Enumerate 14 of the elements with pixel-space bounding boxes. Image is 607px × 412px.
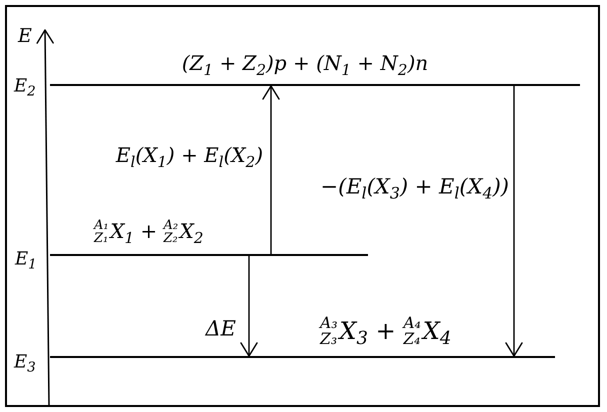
axis-label: E [18,24,32,49]
energy-level-line [50,84,580,86]
level-label: E$_{1}$ [15,248,37,272]
edge-label: ΔE [206,315,236,342]
level-label: E$_{2}$ [14,74,36,100]
arrow [262,85,280,254]
arrow [240,256,258,357]
energy-level-line [50,356,555,358]
energy-level-line [50,254,368,256]
arrow [505,86,523,357]
edge-label: E$_{l}$(X$_{1}$) + E$_{l}$(X$_{2}$) [116,142,263,170]
particle-formula: (Z$_{1}$ + Z$_{2}$)p + (N$_{1}$ + N$_{2}$)n [182,50,428,78]
edge-label: −(E$_{l}$(X$_{3}$) + E$_{l}$(X$_{4}$)) [320,173,509,203]
level-label: E$_{3}$ [14,350,36,376]
